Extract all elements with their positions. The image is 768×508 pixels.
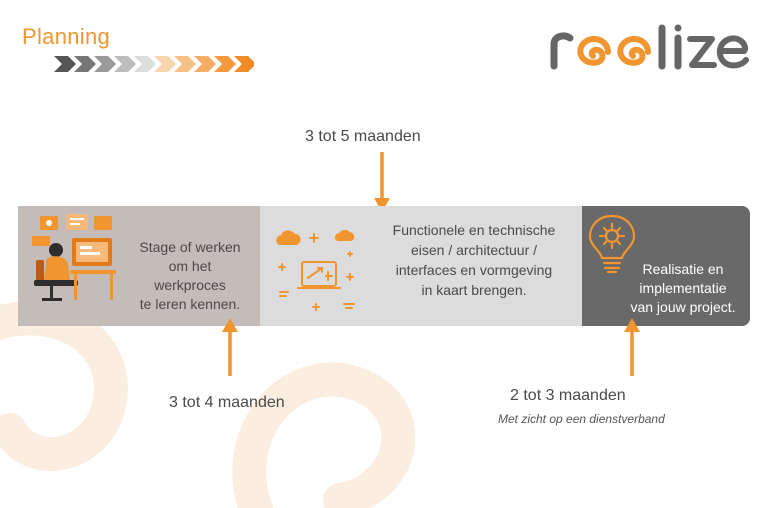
phase-1-segment: Stage of werken om het werkproces te ler…	[18, 206, 260, 326]
phase-3-text: Realisatie en implementatie van jouw pro…	[630, 261, 736, 315]
arrow-down-icon	[374, 152, 390, 212]
phase-2-text: Functionele en technische eisen / archit…	[392, 222, 556, 298]
arrow-up-icon	[222, 318, 238, 376]
workstation-illustration-icon	[32, 214, 116, 301]
phase-2-duration: 3 tot 5 maanden	[305, 128, 421, 145]
phase-3-note: Met zicht op een dienstverband	[498, 412, 665, 426]
phase-3-duration: 2 tot 3 maanden	[510, 387, 626, 404]
phase-2-segment: Functionele en technische eisen / archit…	[260, 206, 582, 326]
phase-1-text: Stage of werken om het werkproces te ler…	[139, 239, 241, 312]
timeline-bar: Stage of werken om het werkproces te ler…	[18, 206, 750, 326]
cloud-laptop-icon	[276, 229, 355, 311]
page-title: Planning	[22, 24, 111, 49]
lightbulb-gear-icon	[588, 214, 636, 274]
reolize-logo	[550, 24, 749, 70]
phase-3-segment: Realisatie en implementatie van jouw pro…	[582, 206, 750, 326]
progress-chevrons	[54, 56, 254, 72]
phase-1-duration: 3 tot 4 maanden	[169, 394, 285, 411]
arrow-up-icon	[624, 318, 640, 376]
